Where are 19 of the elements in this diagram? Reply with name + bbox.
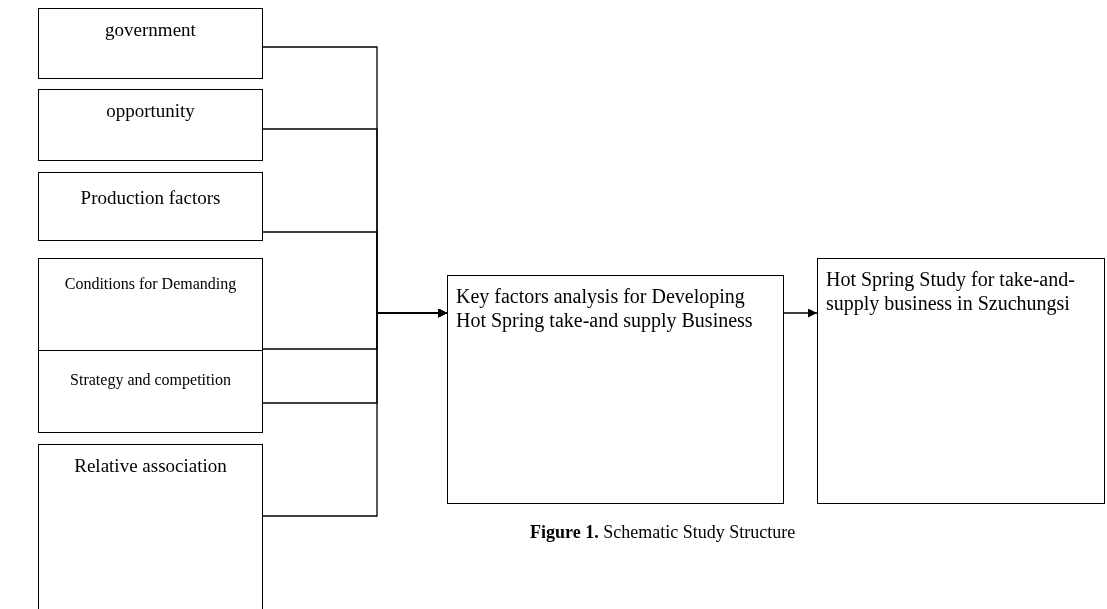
text-box <box>38 444 263 609</box>
box-label: Key factors analysis for Developing Hot Spring take-and supply Business <box>456 284 754 332</box>
box-label: Strategy and competition <box>69 370 232 391</box>
connector-arrow <box>262 308 448 517</box>
connector-arrow <box>783 308 818 318</box>
box-label: Production factors <box>79 187 222 210</box>
text-box <box>38 89 263 161</box>
text-box <box>38 258 263 351</box>
box-label: Conditions for Demanding <box>63 274 238 295</box>
text-box <box>38 172 263 241</box>
box-label: Hot Spring Study for take-and-supply business in Szuchungsi <box>826 267 1076 315</box>
box-label: opportunity <box>105 100 196 123</box>
text-box <box>447 275 784 504</box>
box-label: government <box>104 19 197 42</box>
text-box <box>38 350 263 433</box>
box-label: Relative association <box>73 455 228 478</box>
text-box <box>38 8 263 79</box>
text-box <box>817 258 1105 504</box>
figure-caption: Figure 1. Schematic Study Structure <box>530 522 796 543</box>
